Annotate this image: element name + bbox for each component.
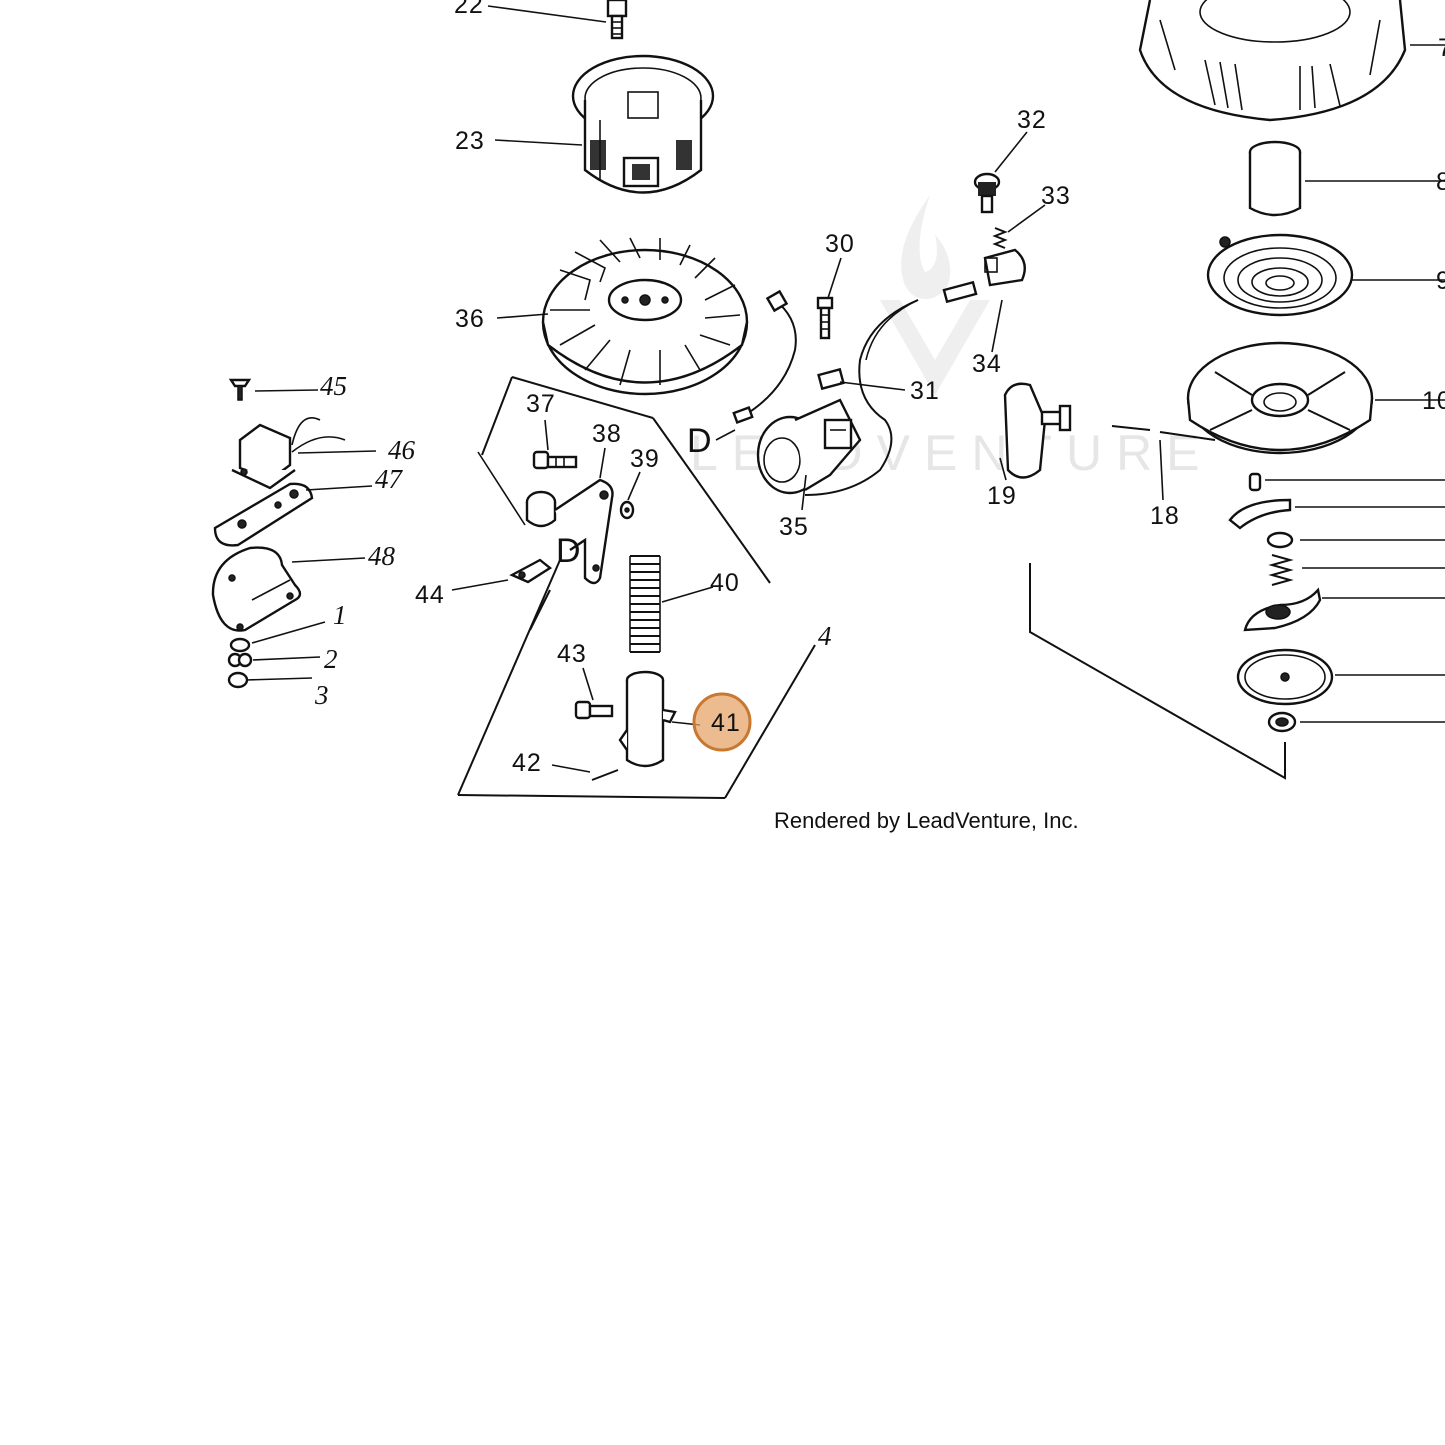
callout-34[interactable]: 34	[972, 350, 1002, 378]
callout-19[interactable]: 19	[987, 482, 1017, 510]
part-32-terminal	[973, 172, 1001, 214]
callout-9[interactable]: 9	[1436, 267, 1445, 295]
callout-37[interactable]: 37	[526, 390, 556, 418]
part-42-pin	[591, 769, 619, 781]
callout-40[interactable]: 40	[710, 569, 740, 597]
callout-2[interactable]: 2	[324, 644, 338, 674]
callout-3[interactable]: 3	[314, 680, 329, 710]
callout-labels: 22 23 36 30 31 32 33 34 35 37 38 39 40 4…	[314, 0, 1445, 777]
callout-36[interactable]: 36	[455, 305, 485, 333]
credit-text: Rendered by LeadVenture, Inc.	[774, 808, 1079, 833]
callout-10[interactable]: 10	[1422, 387, 1445, 415]
part-7-starter-case	[1138, 0, 1445, 122]
part-23-clutch-drum	[571, 54, 715, 194]
callout-7[interactable]: 7	[1438, 34, 1445, 62]
callout-45[interactable]: 45	[320, 371, 347, 401]
callout-48[interactable]: 48	[368, 541, 396, 571]
callout-4[interactable]: 4	[818, 621, 832, 651]
callout-30[interactable]: 30	[825, 230, 855, 258]
parts-1-3-fasteners	[227, 637, 253, 689]
part-8-collar	[1248, 140, 1445, 217]
callout-35[interactable]: 35	[779, 513, 809, 541]
part-37-bolt	[532, 450, 578, 470]
callout-44[interactable]: 44	[415, 581, 445, 609]
callout-47[interactable]: 47	[375, 464, 404, 494]
leader-lines	[245, 5, 1164, 773]
callout-31[interactable]: 31	[910, 377, 940, 405]
callout-22[interactable]: 22	[454, 0, 484, 19]
part-22-bolt	[606, 0, 628, 40]
part-35-ignition-coil	[756, 398, 862, 495]
callout-23[interactable]: 23	[455, 127, 485, 155]
callout-18[interactable]: 18	[1150, 502, 1180, 530]
part-43-bolt	[574, 700, 614, 720]
callout-43[interactable]: 43	[557, 640, 587, 668]
callout-39[interactable]: 39	[630, 445, 660, 473]
reference-mark-d-coil: D	[687, 422, 712, 460]
part-10-reel	[1186, 341, 1445, 455]
reference-mark-d-arm: D	[556, 532, 581, 570]
bracket-lines-right	[1029, 563, 1286, 780]
part-48-bracket	[211, 546, 302, 632]
part-19-starter-handle	[1003, 382, 1072, 479]
callout-32[interactable]: 32	[1017, 106, 1047, 134]
part-45-screw	[228, 378, 252, 401]
part-30-screw	[816, 296, 834, 340]
part-34-plug-cap	[942, 248, 1026, 304]
callout-33[interactable]: 33	[1041, 182, 1071, 210]
parts-11-17-ratchet-stack	[1228, 472, 1445, 733]
callout-46[interactable]: 46	[388, 435, 416, 465]
callout-38[interactable]: 38	[592, 420, 622, 448]
part-40-spring	[629, 555, 661, 653]
callout-8[interactable]: 8	[1436, 168, 1445, 196]
part-47-plate	[213, 482, 314, 547]
callout-41-highlight[interactable]	[692, 692, 752, 752]
callout-42[interactable]: 42	[512, 749, 542, 777]
part-33-spring	[992, 227, 1008, 249]
assembly-box-lines	[457, 376, 816, 799]
part-31-plug-wire	[732, 289, 919, 496]
part-9-recoil-spring	[1206, 233, 1445, 317]
part-39-washer	[619, 500, 635, 520]
callout-1[interactable]: 1	[333, 600, 347, 630]
part-44-link	[509, 558, 553, 584]
part-46-regulator	[231, 417, 346, 490]
callout-41[interactable]: 41	[711, 709, 741, 737]
part-36-flywheel	[541, 237, 749, 396]
part-38-governor-arm	[525, 478, 614, 585]
part-18-starter-rope	[1111, 425, 1216, 441]
part-41-spacer	[618, 670, 677, 768]
